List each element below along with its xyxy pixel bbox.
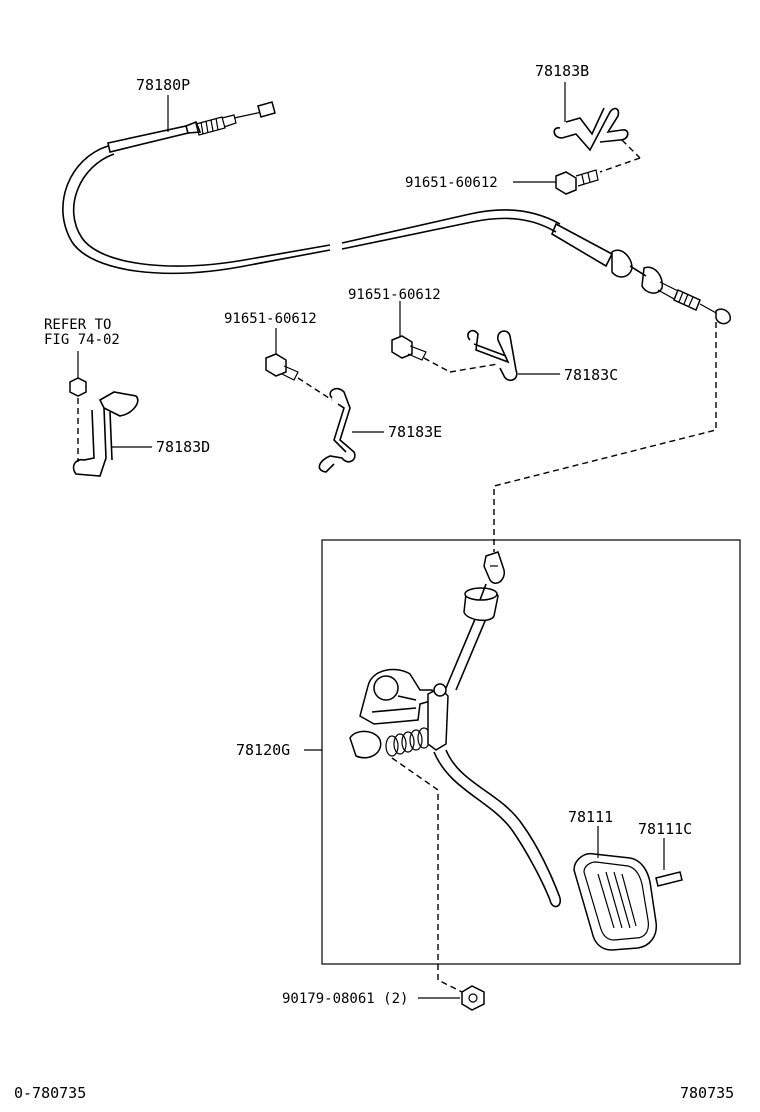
- clamp-78183C: [467, 329, 560, 382]
- pedal-pad-78111: [573, 826, 658, 951]
- footer-right-code: 780735: [680, 1084, 734, 1102]
- bolt-mid-left: [265, 328, 333, 401]
- label-bolt-mid-left: 91651-60612: [224, 311, 317, 327]
- label-refer-line2: FIG 74-02: [44, 332, 120, 348]
- label-78111C: 78111C: [638, 820, 692, 838]
- label-refer-line1: REFER TO: [44, 317, 111, 333]
- accelerator-cable: [62, 95, 731, 325]
- label-78183D: 78183D: [156, 438, 210, 456]
- label-78111: 78111: [568, 808, 613, 826]
- footer-left-code: 0-780735: [14, 1084, 86, 1102]
- bracket-78183B: [553, 82, 641, 173]
- connection-line: [493, 322, 717, 552]
- label-78183E: 78183E: [388, 423, 442, 441]
- bolt-mid-right: [391, 301, 499, 373]
- nut-connection-line: [391, 757, 463, 993]
- clamp-78183E: [318, 387, 384, 473]
- label-78183B: 78183B: [535, 62, 589, 80]
- label-bolt-mid-right: 91651-60612: [348, 287, 441, 303]
- label-78180P: 78180P: [136, 76, 190, 94]
- label-bolt-top: 91651-60612: [405, 175, 498, 191]
- nut-90179: [418, 985, 485, 1011]
- bolt-top: [513, 169, 599, 195]
- bracket-78183D: [69, 351, 152, 477]
- pin-78111C: [655, 838, 683, 887]
- pedal-assembly-box: [321, 539, 741, 965]
- label-90179-08061: 90179-08061 (2): [282, 991, 408, 1007]
- pedal-lever: [349, 551, 562, 908]
- label-78183C: 78183C: [564, 366, 618, 384]
- label-78120G: 78120G: [236, 741, 290, 759]
